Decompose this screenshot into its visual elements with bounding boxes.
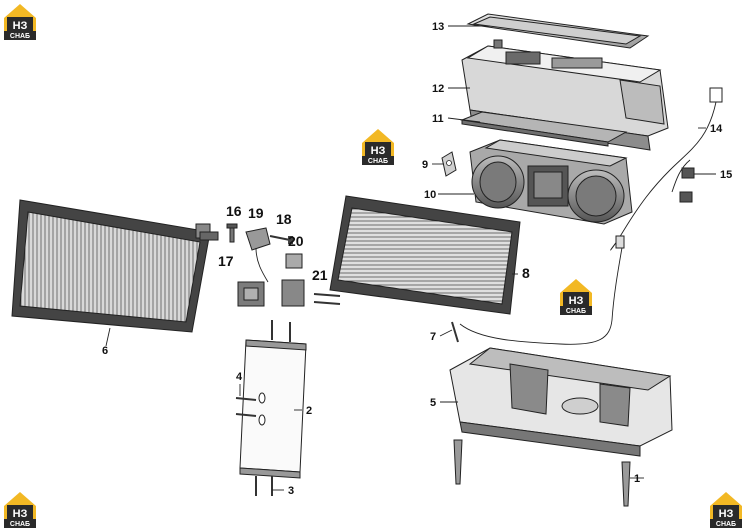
logo-mark: НЗ: [719, 508, 734, 520]
logo-mark: НЗ: [13, 508, 28, 520]
logo-mark: НЗ: [371, 145, 386, 157]
logo-bottom-left: НЗ СНАБ: [4, 492, 36, 528]
part-2-mounting-bracket: [239, 320, 307, 479]
callout-6: 6: [102, 345, 108, 357]
callout-16: 16: [226, 203, 242, 219]
callout-9: 9: [422, 159, 428, 171]
part-7-drain-tube: [451, 321, 459, 343]
callout-1: 1: [634, 473, 640, 485]
callout-13: 13: [432, 21, 444, 33]
part-10-blower-assembly: [469, 139, 633, 225]
callout-8: 8: [522, 265, 530, 281]
callout-19: 19: [248, 205, 264, 221]
part-9-gasket: [441, 151, 457, 177]
part-15-connector: [679, 167, 695, 203]
part-14-wire-harness: [459, 87, 723, 345]
part-18-screw: [269, 235, 293, 244]
leader-lines: [105, 25, 716, 491]
callout-5: 5: [430, 397, 436, 409]
logo-sub: СНАБ: [716, 521, 736, 528]
logo-mark: НЗ: [569, 295, 584, 307]
part-5-lower-housing: [449, 347, 673, 457]
callout-2: 2: [306, 405, 312, 417]
logo-sub: СНАБ: [566, 308, 586, 315]
callout-3: 3: [288, 485, 294, 497]
logo-sub: СНАБ: [10, 33, 30, 40]
logo-mark: НЗ: [13, 20, 28, 32]
callout-labels: 1 2 3 4 5 6 7 8 9 10 11 12 13 14 15 16 1…: [102, 21, 732, 497]
part-8-evaporator-core: [329, 195, 521, 315]
logo-middle-right: НЗ СНАБ: [560, 279, 592, 315]
part-3-screws: [255, 476, 273, 496]
part-11-plate: [460, 111, 628, 147]
part-20-block: [281, 253, 305, 307]
logo-bottom-right: НЗ СНАБ: [710, 492, 742, 528]
part-19-pipe: [245, 227, 271, 283]
part-13-filter-plate: [466, 13, 650, 49]
part-6-heater-core: [11, 199, 219, 333]
part-21-bolts: [313, 293, 341, 305]
callout-15: 15: [720, 169, 732, 181]
logo-middle-upper: НЗ СНАБ: [362, 129, 394, 165]
part-4-screws: [235, 397, 257, 417]
logo-sub: СНАБ: [368, 158, 388, 165]
logo-sub: СНАБ: [10, 521, 30, 528]
part-1-drain-legs: [453, 439, 631, 507]
logo-top-left: НЗ СНАБ: [4, 4, 36, 40]
callout-21: 21: [312, 267, 328, 283]
callout-14: 14: [710, 123, 723, 135]
callout-10: 10: [424, 189, 436, 201]
callout-17: 17: [218, 253, 234, 269]
part-17-expansion-valve: [237, 281, 265, 307]
callout-20: 20: [288, 233, 304, 249]
part-16-bolt: [226, 223, 238, 243]
part-12-upper-housing: [461, 39, 669, 151]
callout-18: 18: [276, 211, 292, 227]
callout-12: 12: [432, 83, 444, 95]
callout-11: 11: [432, 113, 444, 125]
callout-4: 4: [236, 371, 243, 383]
callout-7: 7: [430, 331, 436, 343]
